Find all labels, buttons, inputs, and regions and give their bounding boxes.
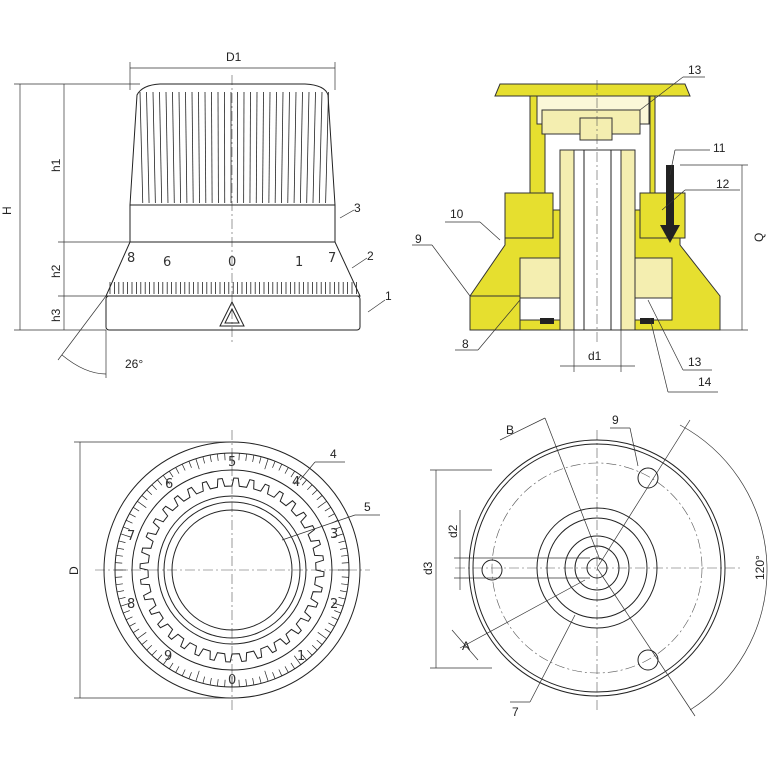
outer-scale-ticks: [115, 453, 349, 687]
top-dial-7: 7: [127, 529, 135, 544]
callout-2: 2: [367, 249, 374, 263]
scale-ticks: [109, 282, 357, 294]
dim-A: A: [462, 639, 470, 653]
dim-Q: Q: [752, 233, 766, 242]
callout-7: 7: [512, 705, 519, 719]
side-dial-7: 7: [328, 251, 336, 266]
dim-D: D: [67, 566, 81, 575]
callout-13-bottom: 13: [688, 355, 702, 369]
top-dial-9: 9: [164, 649, 172, 664]
hole-upper: [637, 467, 659, 489]
callout-14: 14: [698, 375, 712, 389]
triangle-marker-icon: [219, 300, 245, 327]
knurl-ridges: [139, 91, 329, 204]
side-dial-1: 1: [295, 255, 303, 270]
dim-h1: h1: [49, 158, 63, 172]
top-dial-8: 8: [127, 597, 135, 612]
dim-h2: h2: [49, 264, 63, 278]
top-dial-5: 5: [228, 455, 236, 470]
top-dial-0: 0: [228, 673, 236, 688]
top-dial-1: 1: [297, 649, 305, 664]
callout-13-top: 13: [688, 63, 702, 77]
gear-teeth: [139, 477, 325, 663]
callout-1: 1: [385, 289, 392, 303]
top-dial-4: 4: [292, 475, 300, 490]
dim-angle-26: 26°: [125, 357, 143, 371]
callout-9-side: 9: [415, 232, 422, 246]
callout-11: 11: [713, 141, 726, 155]
callout-5: 5: [364, 500, 371, 514]
dim-H: H: [0, 206, 14, 215]
side-dial-0: 0: [228, 255, 236, 270]
dim-d1: d1: [588, 349, 602, 363]
callout-4: 4: [330, 447, 337, 461]
top-view: 0 1 2 3 4 5 6 7 8 9 D 4 5: [67, 430, 380, 710]
bottom-view: 120° d3 d2 A B 9 7: [421, 413, 768, 719]
dim-B: B: [506, 423, 514, 437]
callout-9-bottom: 9: [612, 413, 619, 427]
callout-8: 8: [462, 337, 469, 351]
callout-12: 12: [716, 177, 730, 191]
dim-d3: d3: [421, 561, 435, 575]
side-dial-6: 6: [163, 255, 171, 270]
dim-h3: h3: [49, 308, 63, 322]
front-elevation: 8 6 0 1 7 D1 H h1 h2 h3 26°: [0, 50, 392, 378]
callout-10: 10: [450, 207, 464, 221]
dim-d2: d2: [446, 524, 460, 538]
top-dial-2: 2: [330, 597, 338, 612]
dim-D1: D1: [226, 50, 242, 64]
top-dial-3: 3: [330, 527, 338, 542]
side-dial-8: 8: [127, 251, 135, 266]
hole-left: [481, 559, 503, 581]
top-dial-6: 6: [165, 477, 173, 492]
callout-3: 3: [354, 201, 361, 215]
dim-angle-120: 120°: [753, 555, 767, 580]
section-view: Q d1 13 11 12 10 9 8 13 14: [412, 63, 766, 393]
